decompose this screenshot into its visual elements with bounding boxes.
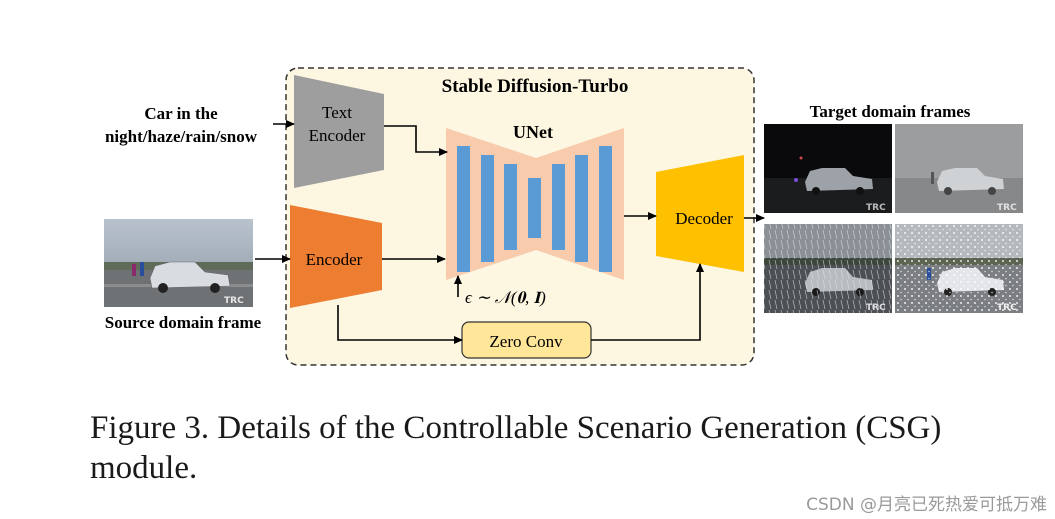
frame-logo: TRC	[224, 296, 244, 306]
arrows	[255, 120, 765, 344]
unet-bar	[552, 164, 565, 250]
text-encoder-label2: Encoder	[309, 126, 366, 145]
target-frame-night: TRC	[764, 124, 892, 213]
encoder-block	[290, 205, 382, 308]
caption-line1: Figure 3. Details of the Controllable Sc…	[90, 410, 942, 446]
figure-caption: Figure 3. Details of the Controllable Sc…	[90, 408, 1030, 488]
noise-label: ϵ ∼ 𝒩(𝟎, 𝐈)	[465, 288, 546, 307]
target-frame-snow: TRC	[895, 224, 1023, 313]
unet-bar	[504, 164, 517, 250]
unet-bar	[575, 155, 588, 262]
arrow-text-encoder-to-unet	[384, 125, 448, 156]
source-label: Source domain frame	[105, 313, 262, 332]
prompt-line1: Car in the	[144, 104, 218, 123]
unet-bar	[481, 155, 494, 262]
watermark: CSDN @月亮已死热爱可抵万难	[806, 495, 1047, 515]
target-label: Target domain frames	[810, 102, 971, 121]
unet-bar	[457, 146, 470, 272]
unet-bars	[457, 146, 612, 272]
unet-bar	[599, 146, 612, 272]
text-encoder-block	[294, 75, 384, 188]
source-frame-image: TRC	[104, 219, 253, 307]
target-frame-haze: TRC	[895, 124, 1023, 213]
caption-line2: module.	[90, 450, 198, 486]
unet-bar	[528, 178, 541, 238]
frame-logo: TRC	[866, 203, 886, 213]
panel-title: Stable Diffusion-Turbo	[442, 76, 629, 97]
target-frame-rain: TRC	[764, 224, 892, 313]
decoder-label: Decoder	[675, 209, 733, 228]
unet-label: UNet	[513, 122, 553, 142]
frame-logo: TRC	[866, 303, 886, 313]
text-encoder-label1: Text	[322, 103, 352, 122]
decoder-block	[656, 155, 744, 272]
arrow-encoder-to-zero-conv	[337, 305, 463, 344]
zero-conv-label: Zero Conv	[489, 332, 563, 351]
frame-logo: TRC	[997, 303, 1017, 313]
frame-logo: TRC	[997, 203, 1017, 213]
encoder-label: Encoder	[306, 250, 363, 269]
prompt-line2: night/haze/rain/snow	[105, 127, 258, 146]
arrow-zero-conv-to-decoder	[591, 263, 704, 341]
